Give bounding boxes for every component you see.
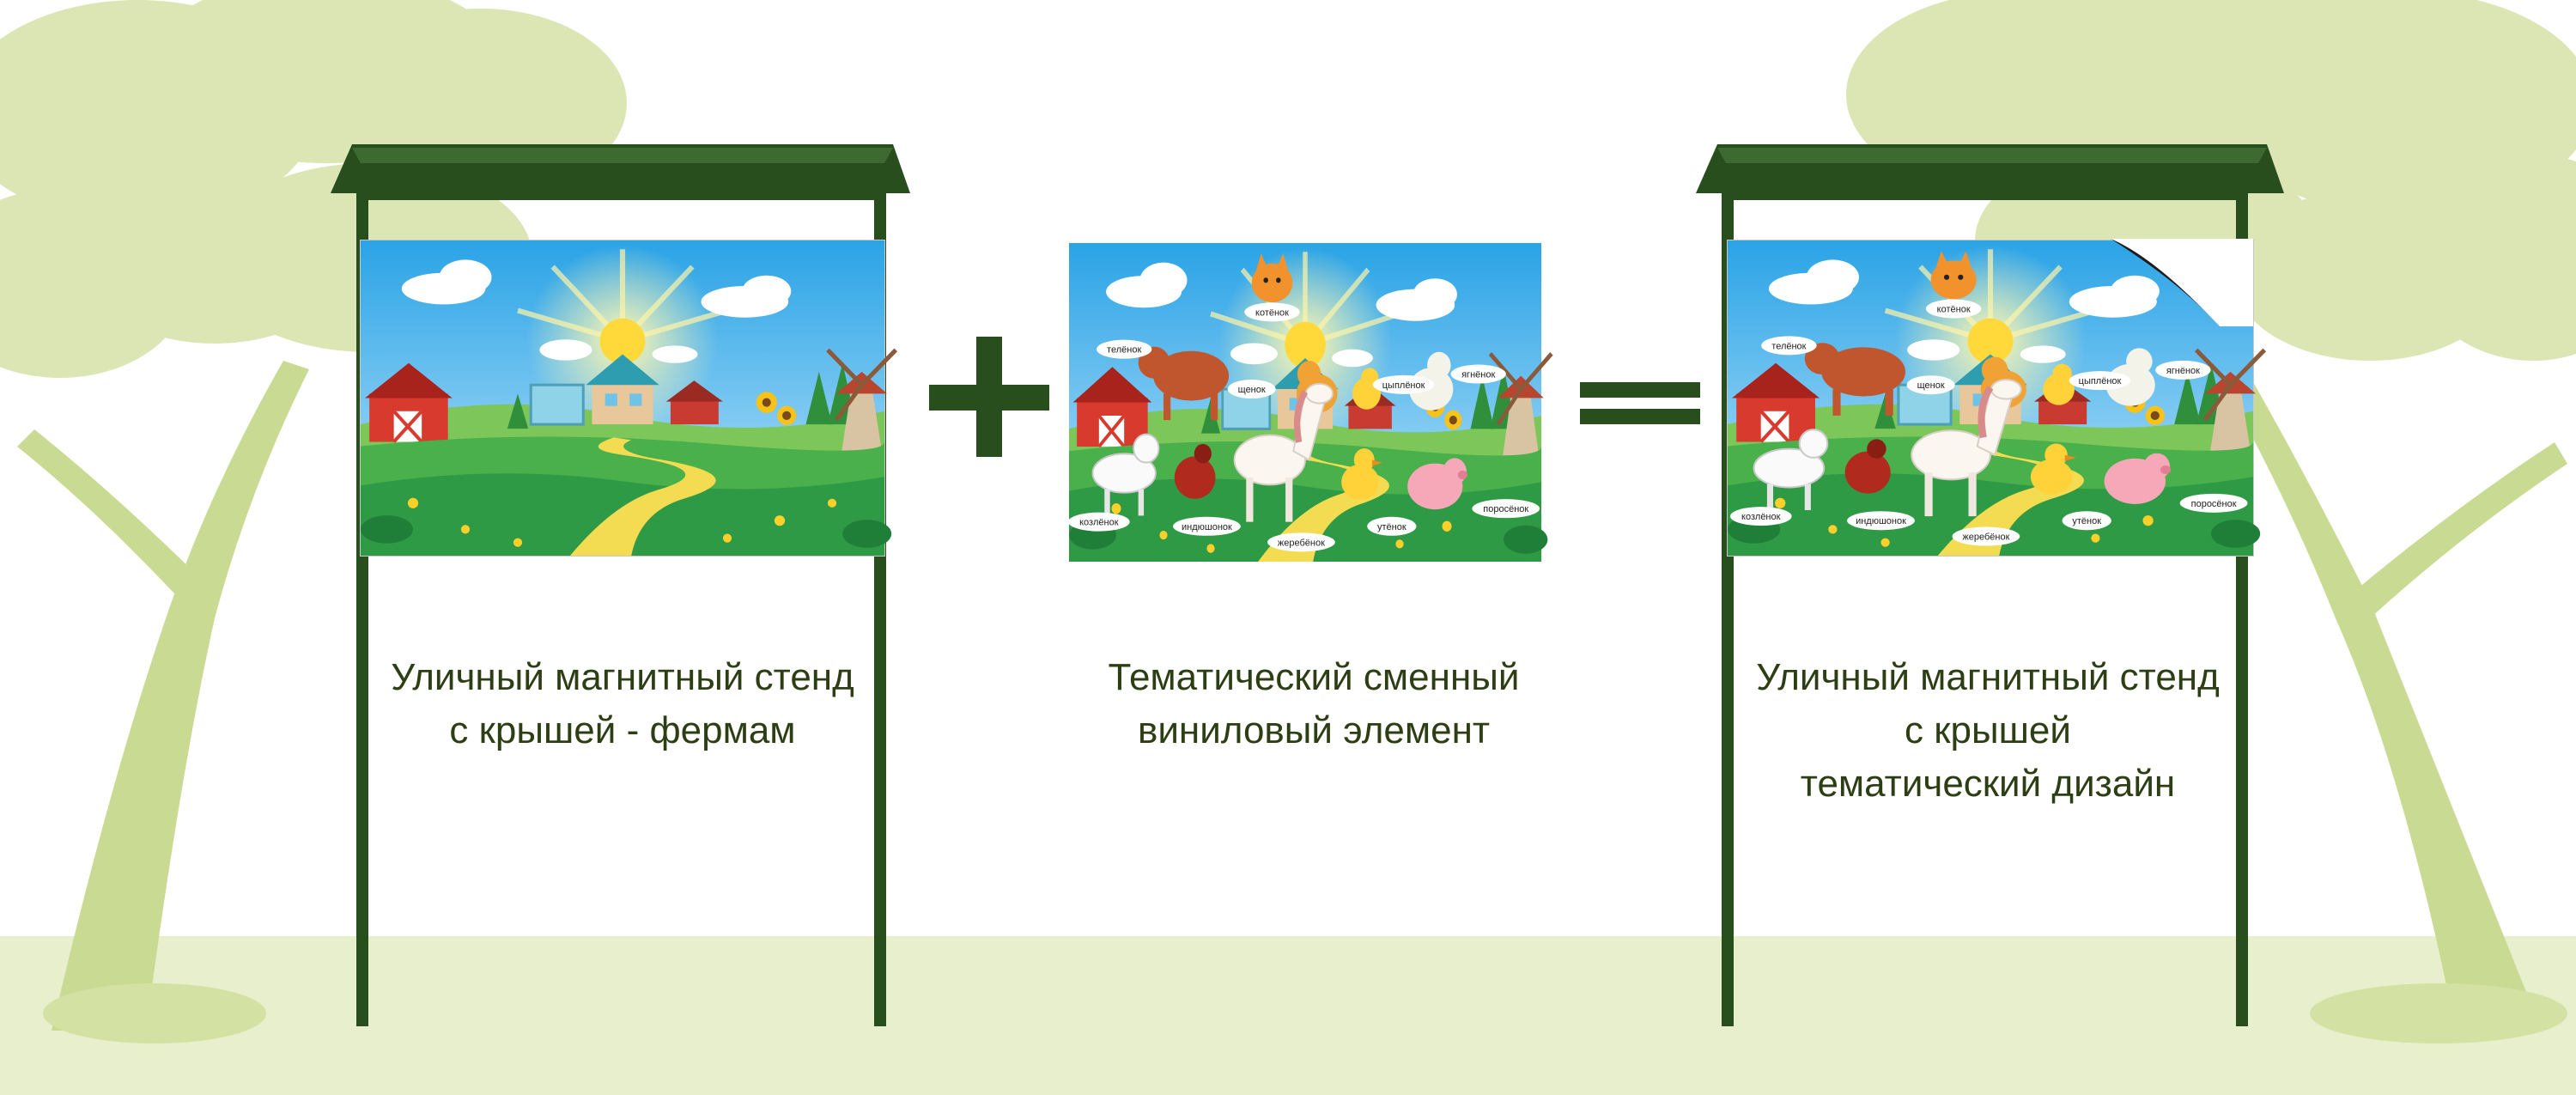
animal-label-bubble <box>1472 499 1540 519</box>
animal-label-vinyl-1: котёнок <box>1244 302 1300 322</box>
animal-label-text: утёнок <box>1377 522 1406 532</box>
animal-label-right-2: телёнок <box>1761 336 1817 356</box>
animal-label-vinyl-4: цыплёнок <box>1372 374 1435 394</box>
animal-label-text: щенок <box>1917 380 1945 391</box>
animal-label-text: котёнок <box>1255 307 1289 318</box>
animal-label-bubble <box>1267 532 1335 552</box>
animal-label-text: котёнок <box>1937 305 1971 315</box>
animal-label-bubble <box>1096 339 1152 359</box>
animal-label-bubble <box>1729 507 1792 526</box>
animal-label-vinyl-8: утёнок <box>1367 516 1417 536</box>
animal-label-bubble <box>2155 360 2211 380</box>
animal-label-text: жеребёнок <box>1962 532 2009 543</box>
equals-sign <box>1580 382 1700 424</box>
animal-label-vinyl-9: поросёнок <box>1472 499 1540 519</box>
animal-label-vinyl-5: ягнёнок <box>1450 364 1506 384</box>
caption-middle-line-1: Тематический сменный <box>1108 656 1520 698</box>
animal-label-bubble <box>1847 511 1915 531</box>
animal-labels: котёнок телёнок щенок цыплёнок ягнёнок козлён… <box>1068 299 2248 552</box>
animal-label-text: индюшонок <box>1856 516 1906 526</box>
animal-label-text: козлёнок <box>1741 512 1781 522</box>
animal-label-text: цыплёнок <box>1382 380 1425 391</box>
animal-label-vinyl-3: щенок <box>1227 380 1276 399</box>
animal-label-right-10: жеребёнок <box>1952 526 2020 546</box>
caption-right-line-3: тематический дизайн <box>1800 763 2176 805</box>
animal-label-right-8: утёнок <box>2062 511 2111 531</box>
animal-label-text: щенок <box>1238 385 1266 395</box>
animal-label-bubble <box>1952 526 2020 546</box>
animal-label-bubble <box>1367 516 1417 536</box>
animal-label-right-9: поросёнок <box>2179 493 2248 513</box>
animal-label-vinyl-10: жеребёнок <box>1267 532 1335 552</box>
animal-label-bubble <box>2179 493 2248 513</box>
animal-label-right-1: котёнок <box>1925 299 1982 319</box>
caption-middle-line-2: виниловый элемент <box>1137 709 1491 751</box>
stand-left <box>331 144 910 1026</box>
animal-label-right-4: цыплёнок <box>2069 371 2131 391</box>
animal-label-bubble <box>1227 380 1276 399</box>
caption-right: Уличный магнитный стенд с крышей тематич… <box>1713 651 2263 811</box>
animal-label-text: жеребёнок <box>1278 538 1325 548</box>
animal-label-vinyl-6: козлёнок <box>1068 512 1130 532</box>
animal-label-bubble <box>1761 336 1817 356</box>
stand-right <box>1696 144 2284 1026</box>
animal-label-vinyl-2: телёнок <box>1096 339 1152 359</box>
animal-label-right-3: щенок <box>1906 375 1955 395</box>
animal-label-text: телёнок <box>1107 345 1141 356</box>
animal-label-bubble <box>1906 375 1955 395</box>
ground <box>0 936 2576 1095</box>
animal-label-vinyl-7: индюшонок <box>1173 516 1241 536</box>
caption-middle: Тематический сменный виниловый элемент <box>1056 651 1571 757</box>
animal-label-right-7: индюшонок <box>1847 511 1915 531</box>
animal-label-text: индюшонок <box>1182 522 1232 532</box>
animal-label-text: телёнок <box>1771 341 1806 351</box>
animal-label-text: ягнёнок <box>2166 366 2200 376</box>
caption-right-line-2: с крышей <box>1905 709 2071 751</box>
animal-label-bubble <box>1925 299 1982 319</box>
animal-label-bubble <box>2069 371 2131 391</box>
animal-label-bubble <box>1372 374 1435 394</box>
animal-label-text: утёнок <box>2072 516 2101 526</box>
animal-label-text: цыплёнок <box>2079 376 2122 386</box>
animal-label-bubble <box>1173 516 1241 536</box>
caption-left-line-1: Уличный магнитный стенд <box>391 656 854 698</box>
animal-label-right-5: ягнёнок <box>2155 360 2211 380</box>
caption-left-line-2: с крышей - фермам <box>449 709 796 751</box>
animal-label-bubble <box>1450 364 1506 384</box>
animal-label-bubble <box>1068 512 1130 532</box>
animal-label-text: поросёнок <box>1483 504 1528 514</box>
animal-label-bubble <box>2062 511 2111 531</box>
caption-right-line-1: Уличный магнитный стенд <box>1756 656 2220 698</box>
plus-sign <box>929 337 1049 457</box>
stand-left-farm-panel <box>361 240 896 556</box>
animal-label-bubble <box>1244 302 1300 322</box>
animal-label-text: ягнёнок <box>1461 370 1495 380</box>
caption-left: Уличный магнитный стенд с крышей - ферма… <box>343 651 902 757</box>
animal-label-right-6: козлёнок <box>1729 507 1792 526</box>
animal-label-text: козлёнок <box>1079 518 1119 528</box>
animal-label-text: поросёнок <box>2191 499 2237 509</box>
